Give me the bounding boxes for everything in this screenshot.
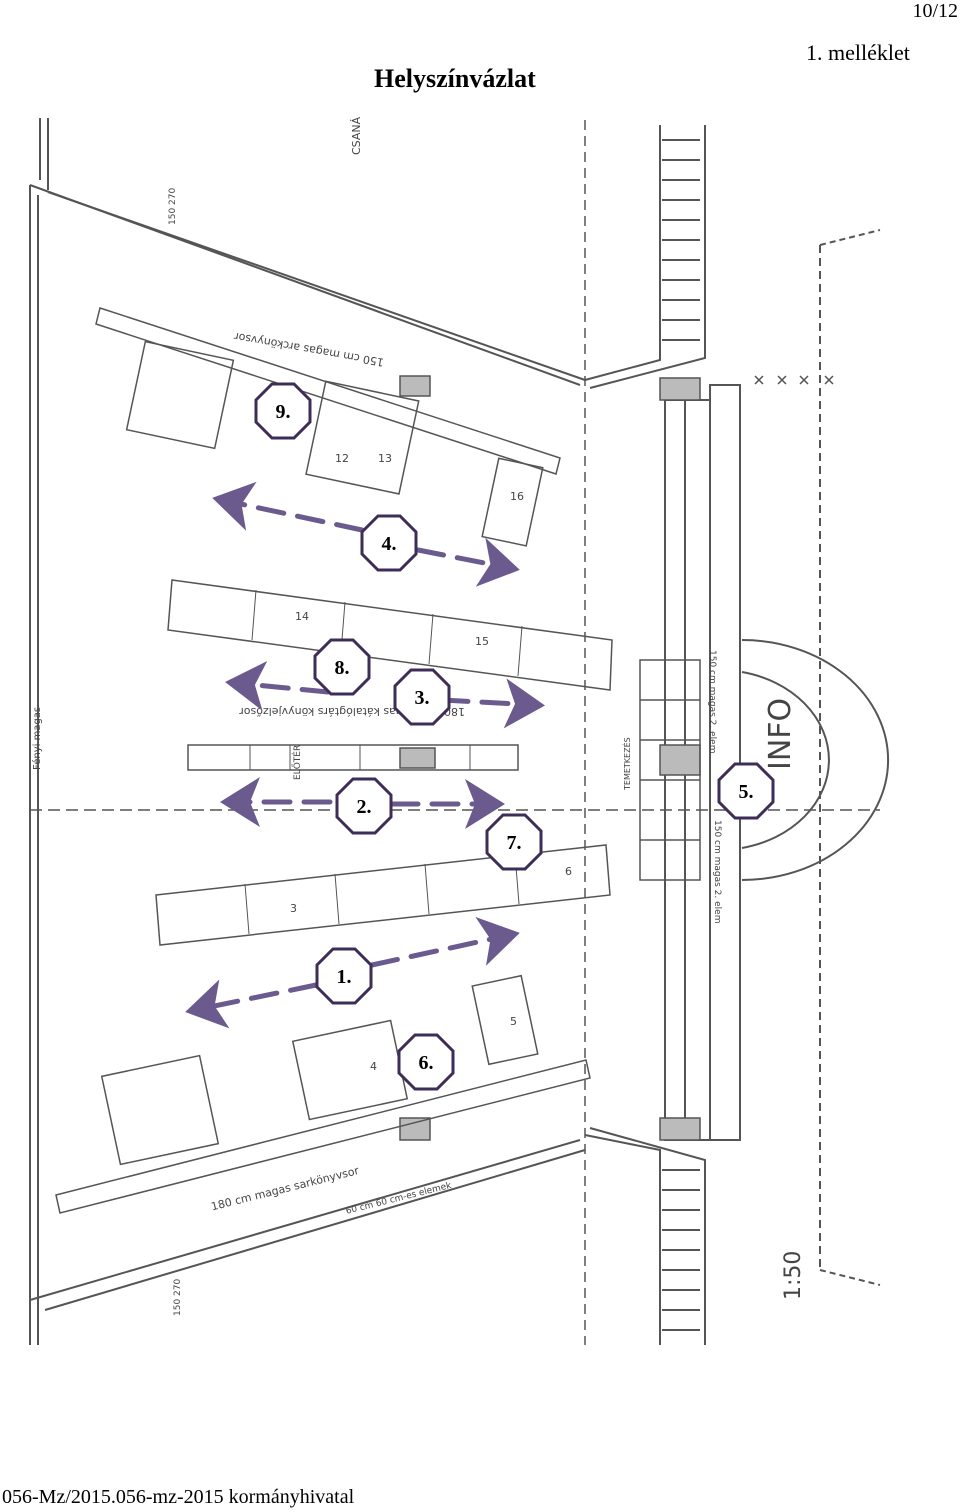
marker-3: 3.: [393, 668, 451, 726]
door-bottom-label: 150 270: [173, 1279, 183, 1316]
arrow-1-right: [369, 916, 520, 968]
route-arrows: [185, 481, 545, 1029]
marker-9: 9.: [254, 382, 312, 440]
svg-text:2.: 2.: [357, 796, 372, 818]
pillars: [399, 375, 701, 1141]
marker-7: 7.: [485, 813, 543, 871]
info-label: INFO: [763, 698, 798, 770]
bottom-note-label: 60 cm 60 cm-es elemek: [345, 1181, 453, 1217]
svg-text:9.: 9.: [276, 401, 291, 423]
stall-num-15: 15: [475, 635, 489, 648]
sketch-walls: [29, 118, 890, 1345]
stall-num-14: 14: [295, 610, 309, 623]
arrow-8-left: [225, 661, 331, 711]
arrow-1-left: [185, 979, 319, 1029]
site-sketch: CSANÁ INFO 1:50 ELŐTÉR TEMETKEZÉS Fényi …: [29, 116, 890, 1345]
right-bottom-label: 150 cm magas 2. elem: [712, 820, 722, 923]
stall-rows: [55, 307, 701, 1214]
svg-text:3.: 3.: [415, 687, 430, 709]
right-top-label: 150 cm magas 2. elem: [707, 650, 717, 753]
eloter-label: ELŐTÉR: [291, 745, 303, 780]
stall-num-13: 13: [378, 452, 392, 465]
svg-text:4.: 4.: [382, 533, 397, 555]
marker-1: 1.: [315, 947, 373, 1005]
svg-text:7.: 7.: [507, 832, 522, 854]
page-title: Helyszínvázlat: [374, 64, 536, 93]
stall-num-3: 3: [290, 902, 297, 915]
hatch-bottom: [662, 1169, 700, 1331]
page-number: 10/12: [912, 0, 958, 22]
stall-num-16: 16: [510, 490, 524, 503]
stall-num-5: 5: [510, 1015, 517, 1028]
door-top-label: 150 270: [168, 188, 178, 225]
svg-text:8.: 8.: [335, 657, 350, 679]
wall-bottom-label: 180 cm magas sarkönyvsor: [210, 1164, 361, 1213]
marker-6: 6.: [397, 1033, 455, 1091]
footer-reference: 056-Mz/2015.056-mz-2015 kormányhivatal: [2, 1486, 355, 1508]
arrow-4-right: [415, 537, 520, 587]
stall-num-4: 4: [370, 1060, 377, 1073]
marker-8: 8.: [313, 638, 371, 696]
marker-2: 2.: [335, 777, 393, 835]
arrow-4-left: [212, 481, 365, 533]
hatch-top: [662, 139, 700, 341]
temetkezes-label: TEMETKEZÉS: [621, 737, 632, 791]
x-marks: [754, 375, 834, 385]
wall-top-label: 150 cm magas arckönyvsor: [233, 330, 385, 369]
annex-label: 1. melléklet: [806, 40, 910, 65]
svg-text:1.: 1.: [337, 966, 352, 988]
marker-4: 4.: [360, 514, 418, 572]
stall-num-12: 12: [335, 452, 349, 465]
csana-label: CSANÁ: [350, 116, 363, 155]
svg-text:6.: 6.: [419, 1052, 434, 1074]
feny-magas-label: Fényi magas: [31, 707, 43, 770]
position-markers: 1. 2. 3. 4. 5. 6. 7. 8.: [254, 382, 775, 1091]
arrow-3-right: [439, 678, 545, 729]
scale-label: 1:50: [781, 1251, 806, 1300]
marker-5: 5.: [717, 762, 775, 820]
stall-num-6: 6: [565, 865, 572, 878]
svg-text:5.: 5.: [739, 781, 754, 803]
